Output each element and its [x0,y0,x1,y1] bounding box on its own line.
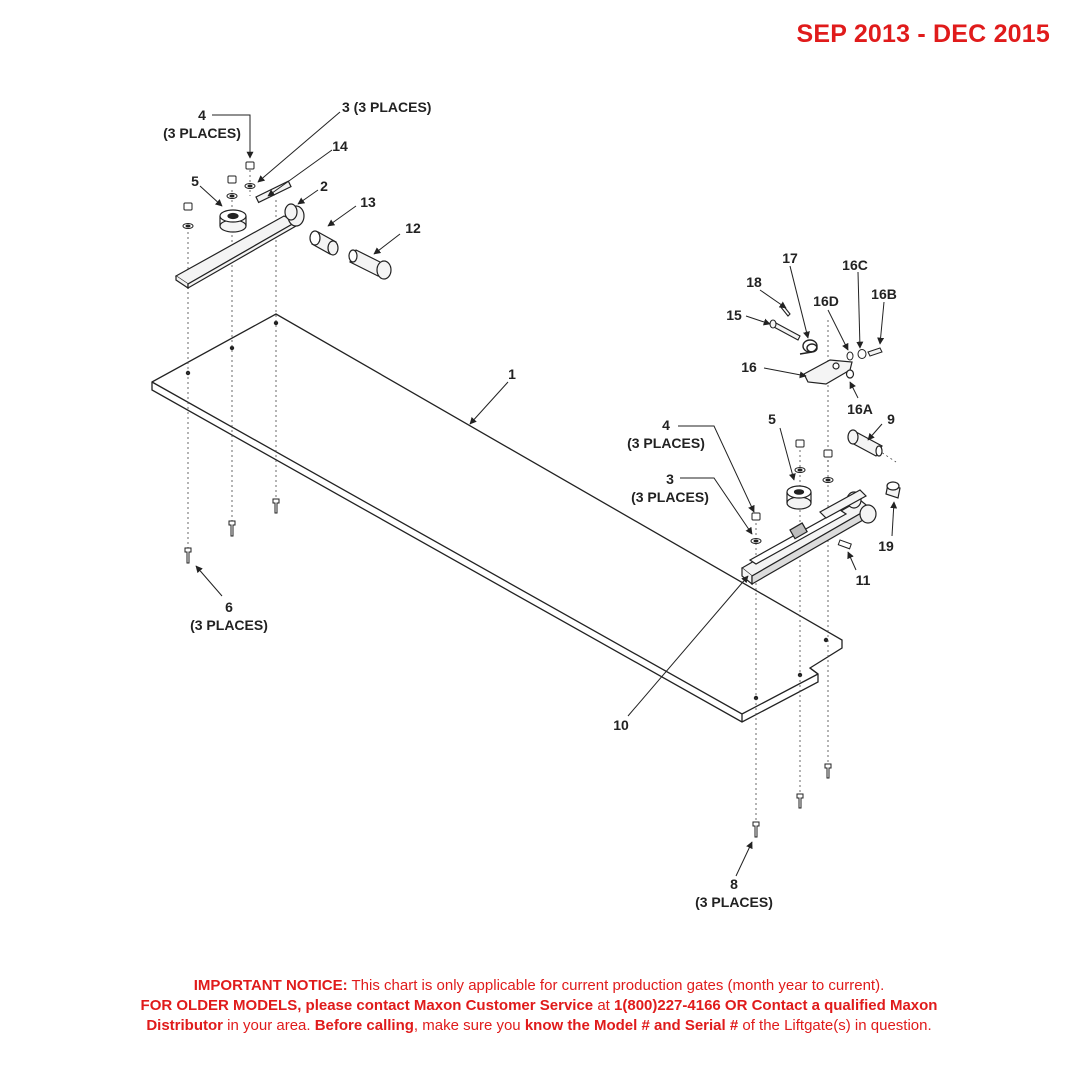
callout-19: 19 [878,538,894,554]
callout-4-right: 4 [662,417,670,433]
latch-16 [803,359,855,385]
callout-8: 8 [730,876,738,892]
callout-6-places: (3 PLACES) [190,617,268,633]
callout-16a: 16A [847,401,873,417]
callout-9: 9 [887,411,895,427]
callout-8-places: (3 PLACES) [695,894,773,910]
right-nuts-washers [750,439,834,544]
pin-15 [769,319,801,341]
callout-11: 11 [856,572,871,588]
spring-17 [799,339,818,355]
notice-text-3b: , make sure you [413,1017,525,1034]
callout-16: 16 [741,359,757,375]
notice-text-3c: of the Liftgate(s) in question. [738,1017,932,1034]
bushing-13 [309,230,339,256]
cotter-18 [779,303,791,317]
notice-phone: 1(800)227-4166 OR Contact a qualified Ma… [614,997,938,1014]
leader-lines [195,111,898,877]
left-nuts-washers [182,161,256,229]
notice-heading: IMPORTANT NOTICE: [193,977,348,994]
notice-text-1: This chart is only applicable for curren… [347,977,885,994]
notice-older-models: FOR OLDER MODELS, please contact Maxon C… [140,997,594,1014]
callout-3-right-places: (3 PLACES) [631,489,709,505]
spacer-5-left [219,209,247,233]
callout-15: 15 [726,307,742,323]
callout-3-right: 3 [666,471,674,487]
callout-16c: 16C [842,257,868,273]
callout-10: 10 [613,717,629,733]
callout-2: 2 [320,178,328,194]
notice-distributor: Distributor [146,1017,223,1034]
notice-model-serial: know the Model # and Serial # [524,1017,739,1034]
bushing-19 [885,481,901,499]
key-11 [837,539,852,550]
callout-14: 14 [332,138,348,154]
callout-16b: 16B [871,286,897,302]
callout-18: 18 [746,274,762,290]
left-bolts [184,498,280,564]
latch-hardware-16b-16c-16d [846,347,883,361]
notice-line-1: IMPORTANT NOTICE: This chart is only app… [40,976,1038,996]
callout-4-top-places: (3 PLACES) [163,125,241,141]
notice-text-3a: in your area. [223,1017,315,1034]
right-channel-assembly [740,489,877,586]
callout-3-top: 3 (3 PLACES) [342,99,431,115]
right-bolts [752,763,832,838]
left-hinge-arm [174,180,305,290]
callout-labels: 4 (3 PLACES) 3 (3 PLACES) 14 5 2 13 12 1… [163,99,897,910]
pin-9 [847,429,883,457]
date-range-title: SEP 2013 - DEC 2015 [796,20,1050,48]
notice-at: at [593,997,615,1014]
callout-5-left: 5 [191,173,199,189]
notice-before-calling: Before calling [314,1017,414,1034]
callout-4-top: 4 [198,107,206,123]
callout-17: 17 [782,250,798,266]
callout-13: 13 [360,194,376,210]
notice-line-2: FOR OLDER MODELS, please contact Maxon C… [40,996,1038,1016]
important-notice: IMPORTANT NOTICE: This chart is only app… [40,976,1038,1036]
callout-4-right-places: (3 PLACES) [627,435,705,451]
callout-12: 12 [405,220,421,236]
callout-5-right: 5 [768,411,776,427]
pin-12 [348,249,392,280]
spacer-5-right [786,485,812,510]
callout-1: 1 [508,366,516,382]
callout-16d: 16D [813,293,839,309]
notice-line-3: Distributor in your area. Before calling… [40,1016,1038,1036]
callout-6: 6 [225,599,233,615]
platform-plate [151,313,843,723]
